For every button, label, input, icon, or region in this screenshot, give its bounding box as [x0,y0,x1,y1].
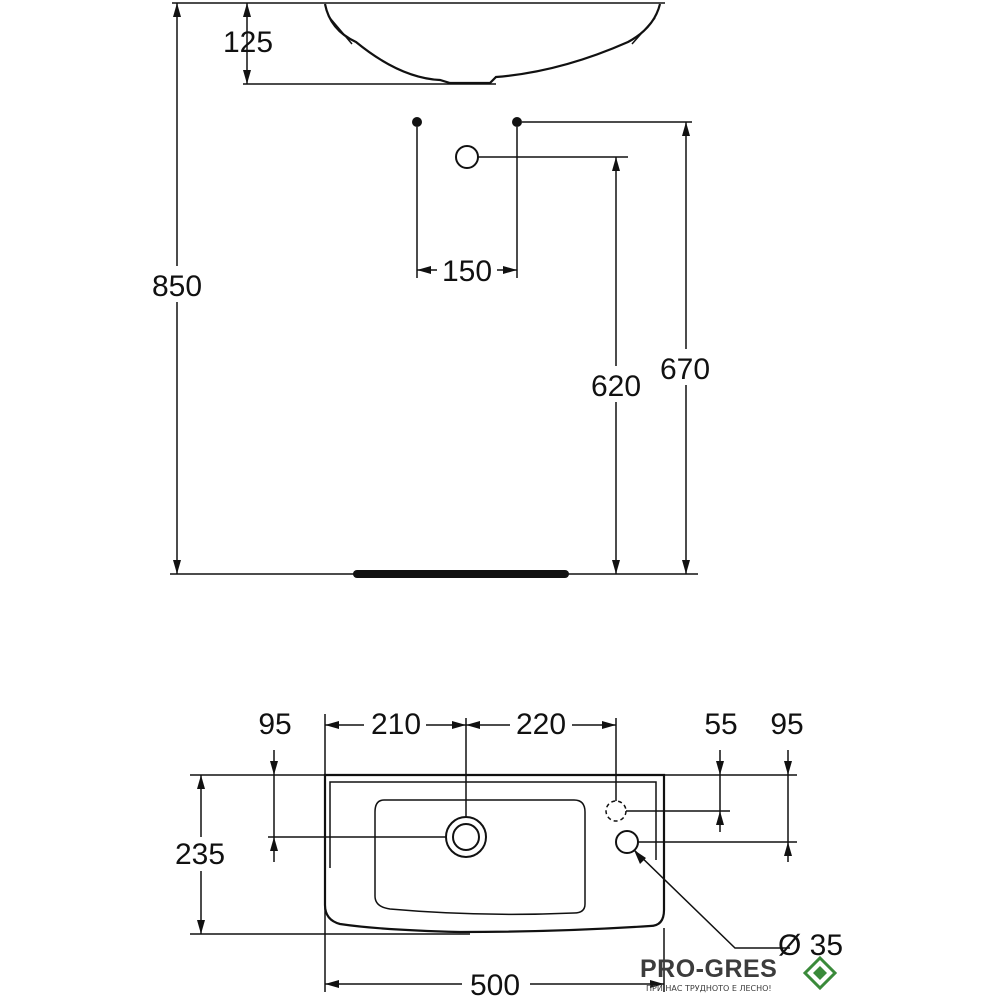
tap-hole-alt-icon [605,800,627,822]
dim-850-arrow-top [173,3,181,17]
dim-500-arrow-left [325,980,339,988]
dim-150-arrow-right [503,266,517,274]
drain-inner-icon [452,823,480,851]
dim-620-arrow-bottom [612,560,620,574]
dim-150-label: 150 [442,255,492,288]
washbasin-rim-left [329,17,353,45]
dim-620-arrow-top [612,157,620,171]
dim-95-left-arrow-top [270,761,278,775]
washbasin-profile [323,3,662,85]
washbasin-rim-right [631,17,656,45]
dim-235-arrow-top [197,775,205,789]
dim-125-arrow-top [243,3,251,17]
dim-670-arrow-bottom [682,560,690,574]
dim-850-label: 850 [152,270,202,303]
right-supply-point-icon [512,117,522,127]
top-view: 95 210 220 55 95 235 500 [168,706,843,1000]
logo-diamond-icon [802,955,838,991]
left-supply-point-icon [412,117,422,127]
dim-235-arrow-bottom [197,920,205,934]
dim-55-arrow-top [716,761,724,775]
basin-outline [323,773,666,934]
dim-500-label: 500 [470,969,520,1000]
dim-500-arrow-right [650,980,664,988]
dim-125-label: 125 [223,26,273,59]
dim-210-arrow-left [325,721,339,729]
logo-brand-text: PRO-GRES [640,955,777,983]
basin-bowl [374,799,586,916]
diameter-label: Ø 35 [778,929,843,962]
side-view: 125 850 150 620 6 [148,2,717,578]
dim-95-right-arrow-top [784,761,792,775]
logo-slogan-text: ПРИ НАС ТРУДНОТО Е ЛЕСНО! [646,984,772,993]
waste-outlet-icon [455,145,479,169]
dim-210-label: 210 [371,708,421,741]
dim-125-arrow-bottom [243,70,251,84]
basin-back-rim [329,781,657,868]
dim-95-left-label: 95 [258,708,291,741]
dim-235-label: 235 [175,838,225,871]
dim-220-label: 220 [516,708,566,741]
diameter-leader-line [633,849,790,949]
diameter-leader-arrow [634,850,646,864]
dim-150-arrow-left [417,266,431,274]
dim-220-arrow-left [466,721,480,729]
dim-620-label: 620 [591,370,641,403]
dim-95-right-label: 95 [770,708,803,741]
dim-670-arrow-top [682,122,690,136]
dim-220-arrow-right [602,721,616,729]
floor-base [353,570,569,578]
dim-55-arrow-bottom [716,811,724,825]
dim-95-right-arrow-bottom [784,842,792,856]
dim-850-arrow-bottom [173,560,181,574]
dim-670-label: 670 [660,353,710,386]
dim-55-label: 55 [704,708,737,741]
pro-gres-logo: PRO-GRES ПРИ НАС ТРУДНОТО Е ЛЕСНО! [640,955,838,993]
dim-95-left-arrow-bottom [270,837,278,851]
dim-210-arrow-right [452,721,466,729]
